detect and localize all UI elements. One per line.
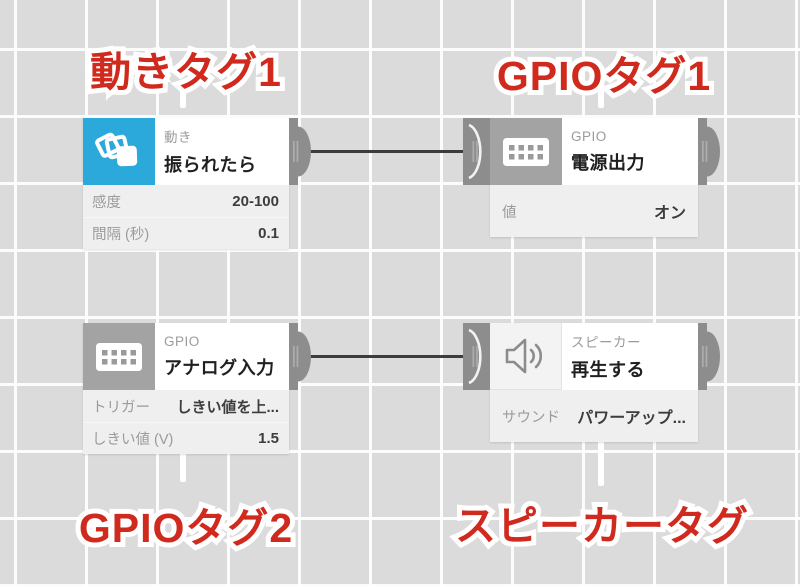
node-gpio-power-output[interactable]: GPIO 電源出力 値 オン: [463, 118, 720, 237]
property-row: 感度 20-100: [83, 185, 289, 217]
wire-analog-to-speaker[interactable]: [308, 355, 465, 358]
property-value: しきい値を上...: [176, 398, 279, 416]
annotation-pointer-motion: [180, 82, 186, 108]
property-value: 20-100: [232, 192, 279, 210]
node-name: 再生する: [571, 360, 645, 380]
property-row: トリガー しきい値を上...: [83, 390, 289, 422]
output-connector[interactable]: [289, 323, 311, 390]
property-label: 感度: [92, 194, 121, 211]
gpio-pins-icon: [490, 118, 562, 185]
annotation-pointer-gpio1: [598, 82, 604, 108]
property-label: しきい値 (V): [92, 432, 174, 448]
property-value: オン: [653, 205, 686, 222]
property-row: しきい値 (V) 1.5: [83, 422, 289, 454]
property-value: 1.5: [258, 430, 279, 447]
wire-motion-to-gpio[interactable]: [308, 150, 465, 153]
speaker-icon: [490, 323, 562, 390]
property-label: 間隔 (秒): [92, 227, 150, 243]
node-category: 動き: [164, 130, 192, 145]
property-row: 値 オン: [490, 185, 698, 237]
property-row: サウンド パワーアップ...: [490, 390, 698, 442]
motion-icon: [83, 118, 155, 185]
property-value: 0.1: [258, 225, 279, 242]
node-gpio-analog-input[interactable]: GPIO アナログ入力 トリガー しきい値を上... しきい値 (V) 1.5: [83, 323, 311, 454]
output-connector[interactable]: [698, 323, 720, 390]
property-label: サウンド: [502, 409, 560, 426]
node-name: アナログ入力: [164, 357, 275, 378]
annotation-pointer-gpio2: [180, 452, 186, 482]
input-connector[interactable]: [463, 323, 490, 390]
node-name: 振られたら: [164, 155, 257, 175]
property-row: 間隔 (秒) 0.1: [83, 217, 289, 249]
node-category: スピーカー: [571, 335, 641, 350]
output-connector[interactable]: [289, 118, 311, 185]
node-category: GPIO: [571, 128, 607, 144]
annotation-pointer-speaker: [598, 440, 604, 486]
node-speaker-play[interactable]: スピーカー 再生する サウンド パワーアップ...: [463, 323, 720, 442]
annotation-label-speaker: スピーカータグスピーカータグ: [450, 498, 753, 554]
input-connector[interactable]: [463, 118, 490, 185]
output-connector[interactable]: [698, 118, 720, 185]
gpio-pins-icon: [83, 323, 155, 390]
property-value: パワーアップ...: [577, 410, 686, 427]
node-motion[interactable]: 動き 振られたら 感度 20-100 間隔 (秒) 0.1: [83, 118, 311, 249]
node-name: 電源出力: [571, 152, 645, 173]
property-label: 値: [502, 204, 517, 221]
property-label: トリガー: [92, 399, 150, 416]
node-category: GPIO: [164, 333, 200, 349]
